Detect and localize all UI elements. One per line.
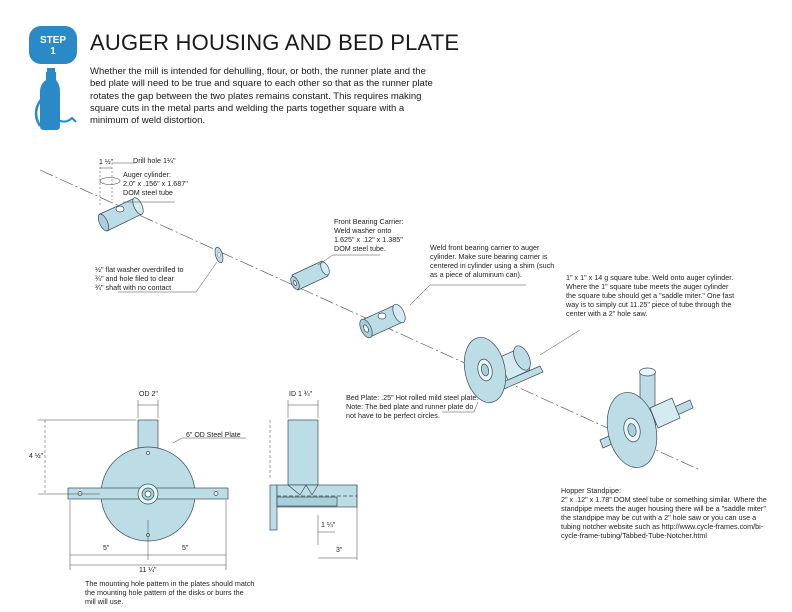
welded-bearing-assembly-part [359, 303, 406, 339]
bed-plate-assembly-part [463, 337, 544, 403]
intro-paragraph: Whether the mill is intended for dehulli… [90, 66, 433, 127]
dim-4-half-label: 4 ½" [29, 453, 44, 460]
page-title: AUGER HOUSING AND BED PLATE [90, 30, 460, 55]
dim-5-right-label: 5" [182, 545, 189, 552]
drill-hole-marker [99, 177, 121, 185]
front-bearing-carrier-label: Front Bearing Carrier: Weld washer onto … [334, 217, 404, 253]
step-number: 1 [50, 46, 56, 57]
front-bearing-carrier-part [290, 260, 330, 291]
step-label: STEP [39, 35, 67, 46]
dim-3-label: 3" [336, 547, 343, 554]
flat-washer-part [214, 246, 224, 264]
mounting-hole-note: The mounting hole pattern in the plates … [85, 579, 255, 606]
side-view-dimensions [269, 400, 358, 560]
dim-1-quarter-label: 1 ¼" [321, 522, 336, 529]
dim-5-left-label: 5" [103, 545, 110, 552]
steel-plate-label: 6" OD Steel Plate [186, 432, 241, 439]
front-view-dimensions [38, 400, 246, 570]
step-badge: STEP 1 [29, 26, 77, 64]
auger-cylinder-label: Auger cylinder: 2.0" x .156" x 1.687" DO… [123, 170, 188, 197]
flat-washer-label: ½" flat washer overdrilled to ¾" and hol… [95, 265, 184, 292]
side-section-drawing [269, 419, 358, 531]
weld-front-bearing-label: Weld front bearing carrier to auger cyli… [430, 243, 555, 279]
square-tube-label: 1" x 1" x 14 g square tube. Weld onto au… [566, 273, 735, 318]
front-view-drawing [67, 419, 229, 542]
hopper-standpipe-assembly-part [599, 367, 694, 468]
id-1-3-4-label: ID 1 ¾" [289, 391, 313, 398]
hopper-standpipe-label: Hopper Standpipe: 2" x .12" x 1.78" DOM … [561, 486, 767, 540]
dim-11-quarter-label: 11 ¼" [139, 567, 157, 574]
auger-cylinder-part [97, 197, 144, 232]
drill-dimension-label: 1 ½" [99, 159, 114, 166]
drill-hole-label: Drill hole 1¼" [133, 156, 176, 165]
od-2-label: OD 2" [139, 391, 158, 398]
bottle-icon [34, 68, 77, 130]
bed-plate-label: Bed Plate: .25" Hot rolled mild steel pl… [346, 393, 479, 420]
